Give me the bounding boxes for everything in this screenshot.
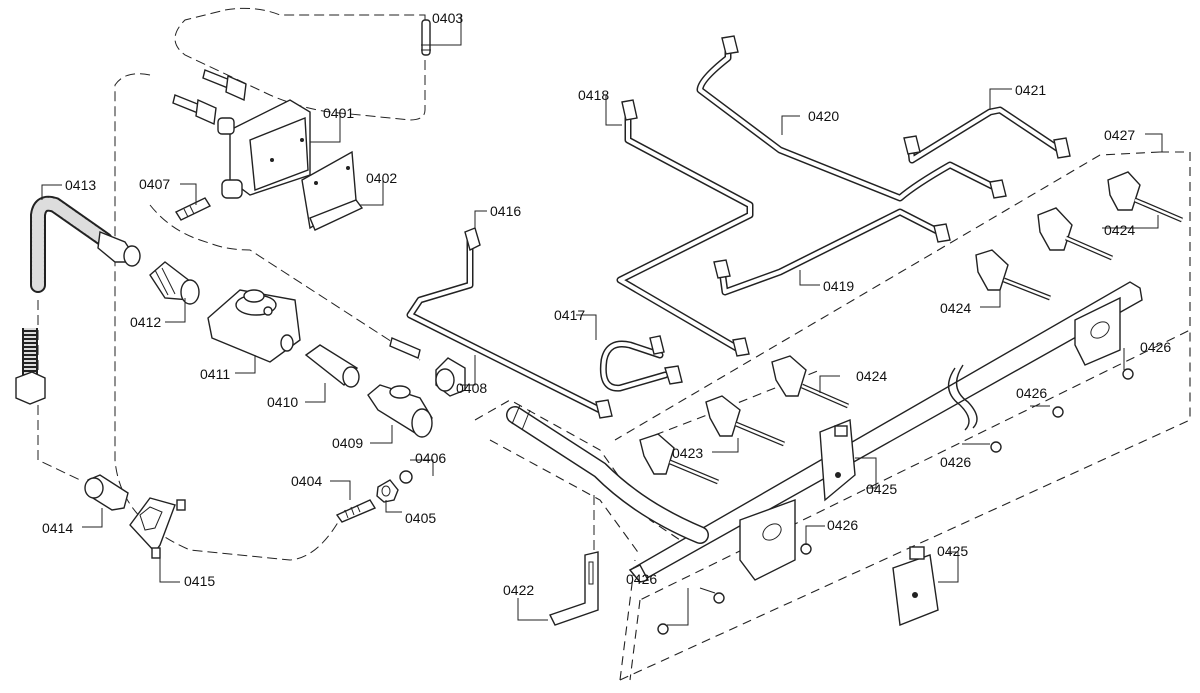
label-0409: 0409 <box>332 435 363 451</box>
label-0426-b: 0426 <box>1016 385 1047 401</box>
part-0424-valve-a[interactable] <box>1107 171 1183 223</box>
label-0415: 0415 <box>184 573 215 589</box>
label-0418: 0418 <box>578 87 609 103</box>
label-0413: 0413 <box>65 177 96 193</box>
label-0419: 0419 <box>823 278 854 294</box>
part-0426-screw-6[interactable] <box>657 623 669 635</box>
assembly-outlines <box>37 7 1191 681</box>
regulator-screw-lower <box>172 94 217 126</box>
label-0406: 0406 <box>415 450 446 466</box>
label-0408: 0408 <box>456 380 487 396</box>
part-0409-tee[interactable] <box>367 384 433 438</box>
label-0422: 0422 <box>503 582 534 598</box>
label-0426-d: 0426 <box>827 517 858 533</box>
part-0422-bracket[interactable] <box>549 551 599 626</box>
part-0407-nipple[interactable] <box>174 197 212 221</box>
label-0410: 0410 <box>267 394 298 410</box>
label-0401: 0401 <box>323 105 354 121</box>
part-0412-adapter[interactable] <box>149 261 200 305</box>
label-0424-a: 0424 <box>1104 222 1135 238</box>
label-0426-a: 0426 <box>1140 339 1171 355</box>
label-0424-c: 0424 <box>856 368 887 384</box>
part-0426-screw-3[interactable] <box>990 441 1002 453</box>
part-0425-module-mounted[interactable] <box>819 419 856 502</box>
part-0405-nut[interactable] <box>376 479 399 503</box>
label-0402: 0402 <box>366 170 397 186</box>
part-0423-valve-b[interactable] <box>639 433 719 485</box>
label-0404: 0404 <box>291 473 322 489</box>
part-0414-orifice[interactable] <box>84 474 129 511</box>
label-0403: 0403 <box>432 10 463 26</box>
part-0426-screw-4[interactable] <box>800 543 812 555</box>
part-labels: 0403 0401 0402 0407 0413 0412 0411 0410 … <box>42 10 1171 598</box>
part-0402-bracket[interactable] <box>301 150 364 231</box>
part-0410-nipple[interactable] <box>304 344 360 388</box>
manifold-bracket-right <box>1074 296 1121 366</box>
part-0403-fitting[interactable] <box>421 19 431 56</box>
part-0426-screw-5[interactable] <box>713 592 725 604</box>
label-0407: 0407 <box>139 176 170 192</box>
label-0420: 0420 <box>808 108 839 124</box>
part-0423-valve-a[interactable] <box>705 395 785 447</box>
inlet-tube <box>506 404 709 544</box>
part-0425-module-loose[interactable] <box>892 546 939 626</box>
manifold-bracket-left <box>739 499 796 581</box>
part-0424-valve-d[interactable] <box>771 355 849 409</box>
label-0426-e: 0426 <box>626 571 657 587</box>
part-0406-washer[interactable] <box>399 470 413 484</box>
label-0425-a: 0425 <box>866 481 897 497</box>
part-0415-bracket[interactable] <box>129 497 186 559</box>
pilot-nipple <box>389 337 421 359</box>
part-0401-pressure-regulator[interactable] <box>217 99 311 199</box>
label-0425-b: 0425 <box>937 543 968 559</box>
manifold-rail <box>628 281 1143 583</box>
regulator-screw-upper <box>202 69 247 102</box>
label-0423: 0423 <box>672 445 703 461</box>
part-0418-pipe[interactable] <box>616 99 754 357</box>
part-0419-pipe[interactable] <box>713 208 951 296</box>
part-0411-valve-body[interactable] <box>207 289 301 363</box>
part-0416-pipe[interactable] <box>406 227 613 419</box>
label-0417: 0417 <box>554 307 585 323</box>
label-0414: 0414 <box>42 520 73 536</box>
part-0417-loop-pipe[interactable] <box>599 335 683 392</box>
part-0426-screw-1[interactable] <box>1122 368 1134 380</box>
part-0408-elbow[interactable] <box>435 357 466 397</box>
label-0427: 0427 <box>1104 127 1135 143</box>
label-0416: 0416 <box>490 203 521 219</box>
label-0421: 0421 <box>1015 82 1046 98</box>
label-0426-c: 0426 <box>940 454 971 470</box>
leader-lines <box>41 15 1163 626</box>
part-0404-nipple[interactable] <box>335 499 377 523</box>
label-0412: 0412 <box>130 314 161 330</box>
part-0424-valve-c[interactable] <box>975 249 1051 301</box>
label-0424-b: 0424 <box>940 300 971 316</box>
part-0413-flex-hose[interactable] <box>15 195 141 405</box>
part-0426-screw-2[interactable] <box>1052 406 1064 418</box>
part-0421-pipe[interactable] <box>903 106 1071 164</box>
part-0424-valve-b[interactable] <box>1037 207 1113 261</box>
label-0405: 0405 <box>405 510 436 526</box>
label-0411: 0411 <box>200 366 230 382</box>
part-0420-pipe[interactable] <box>696 35 1007 202</box>
